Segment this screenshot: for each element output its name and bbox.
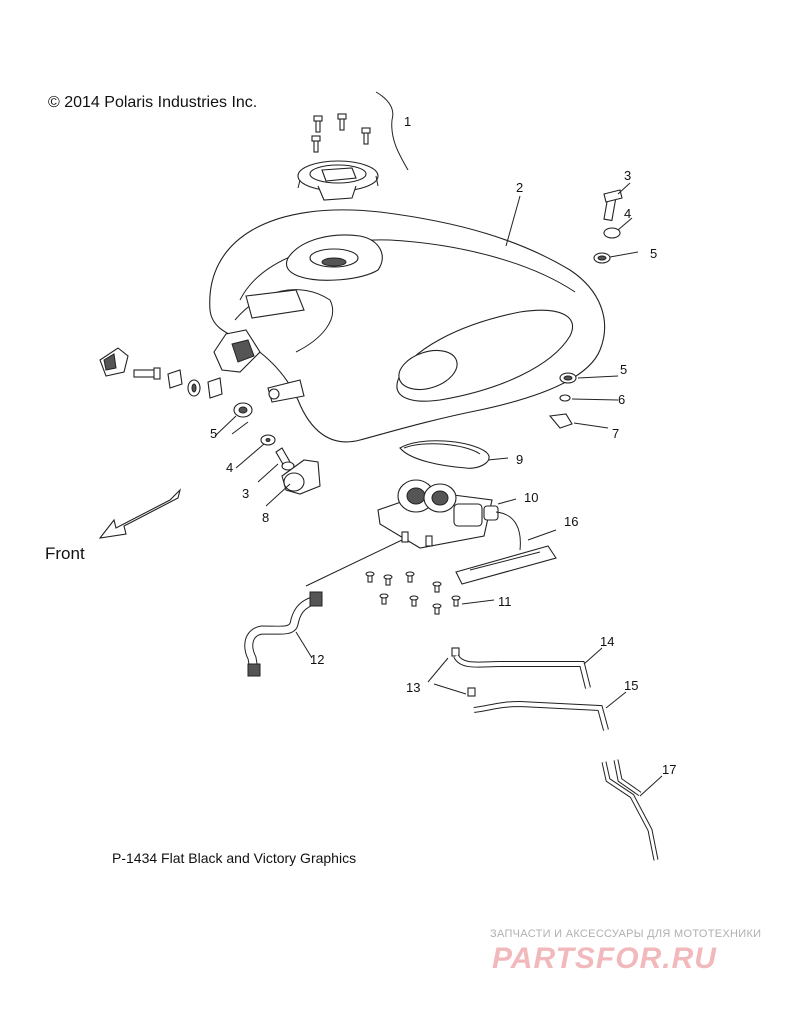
fuel-tank <box>209 209 606 443</box>
callout-4-left: 4 <box>226 460 233 475</box>
callout-6: 6 <box>618 392 625 407</box>
vent-line-17 <box>601 759 663 861</box>
pump-gasket <box>399 440 509 469</box>
callout-5-right-bottom: 5 <box>620 362 627 377</box>
callout-15: 15 <box>624 678 638 693</box>
vent-lines <box>427 647 627 731</box>
callout-16: 16 <box>564 514 578 529</box>
fuel-cap-assembly <box>297 113 379 201</box>
callout-5-left: 5 <box>210 426 217 441</box>
copyright-text: © 2014 Polaris Industries Inc. <box>48 94 258 111</box>
callout-3-left: 3 <box>242 486 249 501</box>
callout-14: 14 <box>600 634 614 649</box>
callout-1: 1 <box>404 114 411 129</box>
cap-screws <box>311 113 371 153</box>
callout-7: 7 <box>612 426 619 441</box>
callout-2-leader <box>505 195 521 247</box>
right-mount-hardware <box>548 182 639 429</box>
pump-screws <box>365 571 495 615</box>
callout-17: 17 <box>662 762 676 777</box>
callout-5-right-top: 5 <box>650 246 657 261</box>
watermark-tagline: ЗАПЧАСТИ И АКСЕССУАРЫ ДЛЯ МОТОТЕХНИКИ <box>490 928 762 940</box>
callout-10: 10 <box>524 490 538 505</box>
callout-3-right: 3 <box>624 168 631 183</box>
fuel-pump-assembly <box>377 479 557 585</box>
callout-11: 11 <box>498 594 512 609</box>
front-label: Front <box>45 544 85 563</box>
callout-1-bracket <box>375 91 409 171</box>
callout-9: 9 <box>516 452 523 467</box>
callout-12: 12 <box>310 652 324 667</box>
left-mount-hardware <box>99 347 321 507</box>
callout-8: 8 <box>262 510 269 525</box>
diagram-caption: P-1434 Flat Black and Victory Graphics <box>112 850 357 866</box>
fuel-line-hose <box>244 539 403 677</box>
callout-4-right: 4 <box>624 206 631 221</box>
watermark-logo: PARTSFOR.RU <box>492 942 717 975</box>
callout-2: 2 <box>516 180 523 195</box>
front-arrow <box>98 488 182 539</box>
callout-13: 13 <box>406 680 420 695</box>
